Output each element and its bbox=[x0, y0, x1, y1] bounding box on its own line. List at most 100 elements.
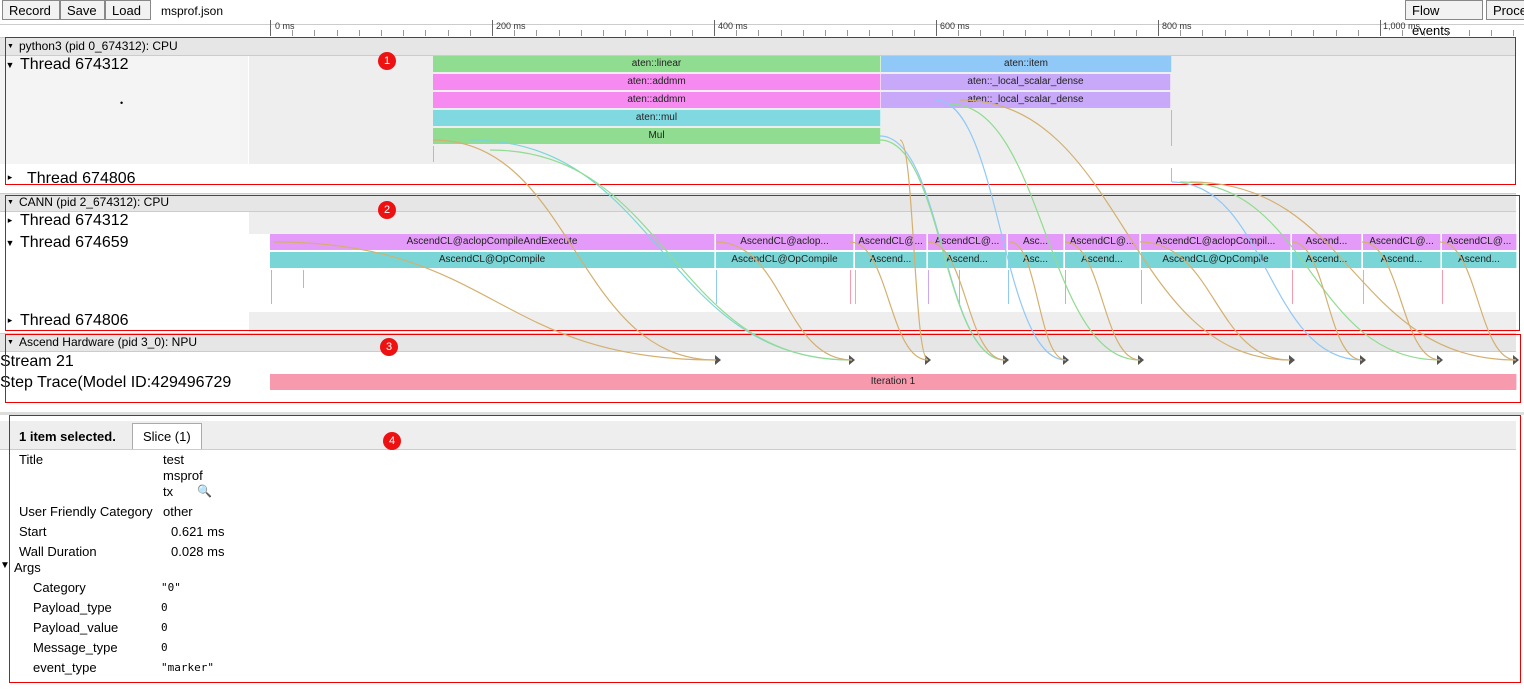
selection-count: 1 item selected. bbox=[19, 429, 116, 444]
flow-arrowhead-icon bbox=[849, 355, 855, 365]
thread-label-674806[interactable]: ▸Thread 674806 bbox=[0, 164, 248, 190]
thread-name: Stream 21 bbox=[0, 353, 74, 370]
mini-slice[interactable] bbox=[850, 270, 851, 304]
ruler-tick bbox=[514, 30, 516, 36]
mini-slice[interactable] bbox=[1171, 110, 1172, 146]
process-header-cann[interactable]: ▼CANN (pid 2_674312): CPU bbox=[0, 193, 1516, 212]
slice-aten-addmm[interactable]: aten::addmm bbox=[433, 92, 881, 108]
mini-slice[interactable] bbox=[855, 270, 856, 304]
mini-slice[interactable] bbox=[1363, 270, 1364, 304]
process-header-npu[interactable]: ▼Ascend Hardware (pid 3_0): NPU bbox=[0, 333, 1516, 352]
prop-value-title-line: tx bbox=[163, 484, 174, 499]
ruler-tick bbox=[1135, 30, 1137, 36]
slice-aten-linear[interactable]: aten::linear bbox=[433, 56, 881, 72]
annotation-badge-4: 4 bbox=[383, 432, 401, 450]
collapse-triangle-icon[interactable]: ▼ bbox=[7, 199, 14, 207]
thread-label-step-trace[interactable]: Step Trace(Model ID:429496729 bbox=[0, 372, 248, 394]
slice-ascendcl-compile-execute[interactable]: Asc... bbox=[1008, 234, 1064, 250]
mini-slice[interactable] bbox=[271, 270, 272, 304]
step-trace-lane[interactable]: Iteration 1 bbox=[249, 372, 1517, 394]
processes-button[interactable]: Proce bbox=[1486, 0, 1524, 20]
thread-lane-674312[interactable]: aten::linear aten::addmm aten::addmm ate… bbox=[249, 56, 1516, 164]
ruler-tick bbox=[536, 30, 538, 36]
slice-ascendcl-compile-execute[interactable]: AscendCL@... bbox=[1065, 234, 1140, 250]
ruler-tick bbox=[758, 30, 760, 36]
slice-local-scalar-dense[interactable]: aten::_local_scalar_dense bbox=[881, 92, 1171, 108]
slice-ascendcl-compile-execute[interactable]: Ascend... bbox=[1292, 234, 1362, 250]
mini-slice[interactable] bbox=[1171, 168, 1172, 182]
slice-ascendcl-opcompile[interactable]: Ascend... bbox=[1442, 252, 1517, 268]
slice-ascendcl-opcompile[interactable]: AscendCL@OpCompile bbox=[1141, 252, 1291, 268]
ruler-tick-label: 0 ms bbox=[275, 21, 295, 31]
expand-triangle-icon[interactable]: ▼ bbox=[5, 59, 15, 70]
slice-ascendcl-opcompile[interactable]: Ascend... bbox=[1065, 252, 1140, 268]
ruler-tick bbox=[425, 30, 427, 36]
stream-lane[interactable] bbox=[249, 352, 1519, 372]
mini-slice[interactable] bbox=[716, 270, 717, 304]
thread-label-674659[interactable]: ▼Thread 674659 bbox=[0, 234, 248, 312]
slice-ascendcl-opcompile[interactable]: Ascend... bbox=[1363, 252, 1441, 268]
slice-ascendcl-opcompile[interactable]: Asc... bbox=[1008, 252, 1064, 268]
mini-slice[interactable] bbox=[433, 146, 434, 162]
slice-local-scalar-dense[interactable]: aten::_local_scalar_dense bbox=[881, 74, 1171, 90]
mini-slice[interactable] bbox=[303, 270, 304, 288]
slice-aten-addmm[interactable]: aten::addmm bbox=[433, 74, 881, 90]
slice-ascendcl-opcompile[interactable]: Ascend... bbox=[1292, 252, 1362, 268]
slice-aten-mul[interactable]: aten::mul bbox=[433, 110, 881, 126]
thread-label-674806[interactable]: ▸Thread 674806 bbox=[0, 312, 248, 332]
ruler-tick bbox=[1158, 20, 1159, 36]
slice-ascendcl-compile-execute[interactable]: AscendCL@... bbox=[1363, 234, 1441, 250]
expand-triangle-icon[interactable]: ▸ bbox=[7, 315, 13, 326]
load-button[interactable]: Load bbox=[105, 0, 151, 20]
slice-mul[interactable]: Mul bbox=[433, 128, 881, 144]
mini-slice[interactable] bbox=[1065, 270, 1066, 304]
mini-slice[interactable] bbox=[959, 270, 960, 304]
prop-value-category: other bbox=[163, 504, 193, 519]
thread-lane-674806[interactable] bbox=[249, 164, 1516, 190]
slice-ascendcl-opcompile[interactable]: Ascend... bbox=[928, 252, 1007, 268]
ruler-tick bbox=[403, 30, 405, 36]
arg-value: "marker" bbox=[161, 661, 214, 674]
collapse-triangle-icon[interactable]: ▼ bbox=[7, 43, 14, 51]
thread-lane-674312[interactable] bbox=[249, 212, 1516, 234]
slice-ascendcl-compile-execute[interactable]: AscendCL@... bbox=[928, 234, 1007, 250]
ruler-tick bbox=[1002, 30, 1004, 36]
mini-slice[interactable] bbox=[928, 270, 929, 304]
slice-aten-item[interactable]: aten::item bbox=[881, 56, 1172, 72]
collapse-triangle-icon[interactable]: ▼ bbox=[7, 339, 14, 347]
tab-slice[interactable]: Slice (1) bbox=[132, 423, 202, 449]
flow-arrowhead-icon bbox=[925, 355, 931, 365]
slice-ascendcl-compile-execute[interactable]: AscendCL@... bbox=[1442, 234, 1517, 250]
expand-triangle-icon[interactable]: ▸ bbox=[7, 215, 13, 226]
expand-triangle-icon[interactable]: ▼ bbox=[5, 237, 15, 248]
search-icon[interactable]: 🔍 bbox=[197, 484, 212, 498]
thread-label-674312[interactable]: ▸Thread 674312 bbox=[0, 212, 248, 234]
thread-label-674312[interactable]: ▼Thread 674312 • bbox=[0, 56, 248, 164]
slice-iteration[interactable]: Iteration 1 bbox=[270, 374, 1517, 390]
slice-ascendcl-compile-execute[interactable]: AscendCL@aclop... bbox=[716, 234, 854, 250]
ruler-tick bbox=[1313, 30, 1315, 36]
mini-slice[interactable] bbox=[1008, 270, 1009, 304]
slice-ascendcl-compile-execute[interactable]: AscendCL@aclopCompileAndExecute bbox=[270, 234, 715, 250]
expand-triangle-icon[interactable]: ▸ bbox=[7, 172, 13, 182]
ruler-tick-label: 1,000 ms bbox=[1383, 21, 1421, 31]
time-ruler[interactable]: 0 ms 200 ms 400 ms 600 ms 800 ms 1,000 m… bbox=[270, 18, 1524, 36]
slice-ascendcl-opcompile[interactable]: AscendCL@OpCompile bbox=[270, 252, 715, 268]
thread-label-stream-21[interactable]: Stream 21 bbox=[0, 352, 248, 372]
args-collapse-triangle-icon[interactable]: ▼ bbox=[0, 560, 10, 571]
mini-slice[interactable] bbox=[1141, 270, 1142, 304]
flow-arrowhead-icon bbox=[1437, 355, 1443, 365]
flow-events-button[interactable]: Flow events bbox=[1405, 0, 1483, 38]
slice-ascendcl-opcompile[interactable]: AscendCL@OpCompile bbox=[716, 252, 854, 268]
slice-ascendcl-compile-execute[interactable]: AscendCL@... bbox=[855, 234, 927, 250]
thread-lane-674806[interactable] bbox=[249, 312, 1516, 332]
mini-slice[interactable] bbox=[1442, 270, 1443, 304]
process-header-python3[interactable]: ▼python3 (pid 0_674312): CPU bbox=[0, 37, 1516, 56]
thread-name: Thread 674312 bbox=[20, 56, 129, 73]
slice-ascendcl-opcompile[interactable]: Ascend... bbox=[855, 252, 927, 268]
record-button[interactable]: Record bbox=[2, 0, 60, 20]
save-button[interactable]: Save bbox=[60, 0, 105, 20]
slice-ascendcl-compile-execute[interactable]: AscendCL@aclopCompil... bbox=[1141, 234, 1291, 250]
mini-slice[interactable] bbox=[1292, 270, 1293, 304]
